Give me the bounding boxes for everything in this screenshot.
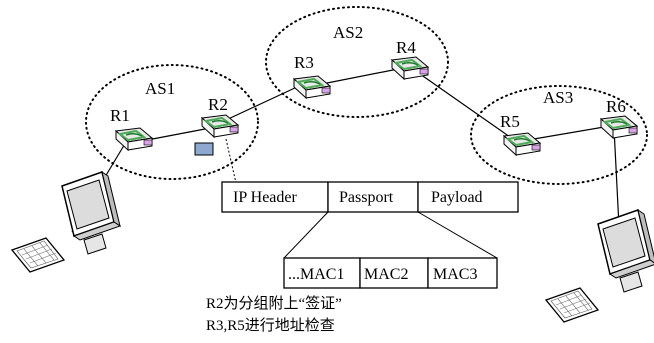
router-r5-icon xyxy=(503,132,541,156)
left-monitor-icon xyxy=(61,171,121,255)
packet-header-text: IP Header xyxy=(233,189,297,206)
link-r2-r3 xyxy=(225,86,298,121)
router-r3-icon xyxy=(293,75,331,99)
router-r4-label: R4 xyxy=(396,38,416,57)
as1-boundary xyxy=(85,64,259,180)
mac1-cell xyxy=(283,257,361,289)
link-r3-r4 xyxy=(321,68,399,85)
mac-row: ...MAC1 MAC2 MAC3 xyxy=(283,257,498,289)
router-r4-icon xyxy=(391,56,429,80)
router-r1-icon xyxy=(115,127,153,151)
note-line-1: R2为分组附上“签证” xyxy=(206,295,342,312)
as3-label: AS3 xyxy=(543,88,573,107)
mac2-text: MAC2 xyxy=(364,266,408,283)
packet-passport-text: Passport xyxy=(339,189,394,206)
mac1-text: ...MAC1 xyxy=(288,266,344,283)
link-r5-r6 xyxy=(527,126,605,141)
expand-line-left xyxy=(283,211,329,259)
tag-pointer xyxy=(225,138,237,184)
visa-tag xyxy=(194,142,214,156)
as3-boundary xyxy=(470,85,648,185)
as2-label: AS2 xyxy=(333,23,363,42)
right-host xyxy=(545,209,654,323)
as1-label: AS1 xyxy=(145,79,175,98)
right-monitor-icon xyxy=(597,209,654,293)
expand-line-right xyxy=(417,211,498,259)
router-r3-label: R3 xyxy=(294,53,314,72)
packet-header-cell xyxy=(221,181,329,213)
packet: IP Header Passport Payload xyxy=(221,181,519,213)
router-r6-label: R6 xyxy=(606,97,626,116)
packet-payload-cell xyxy=(417,181,519,213)
mac2-cell xyxy=(359,257,429,289)
link-r4-r5 xyxy=(419,73,511,138)
router-r5-label: R5 xyxy=(500,112,520,131)
as2-boundary xyxy=(265,6,449,118)
packet-payload-text: Payload xyxy=(431,189,483,206)
router-r2-icon xyxy=(201,114,239,138)
mac3-cell xyxy=(427,257,498,289)
right-keyboard-icon xyxy=(545,287,599,323)
router-r6-icon xyxy=(600,115,638,139)
left-host xyxy=(11,171,121,273)
router-r1-label: R1 xyxy=(110,106,130,125)
mac3-text: MAC3 xyxy=(433,266,477,283)
left-keyboard-icon xyxy=(11,237,65,273)
router-r2-label: R2 xyxy=(208,95,228,114)
note-line-2: R3,R5进行地址检查 xyxy=(206,317,335,334)
